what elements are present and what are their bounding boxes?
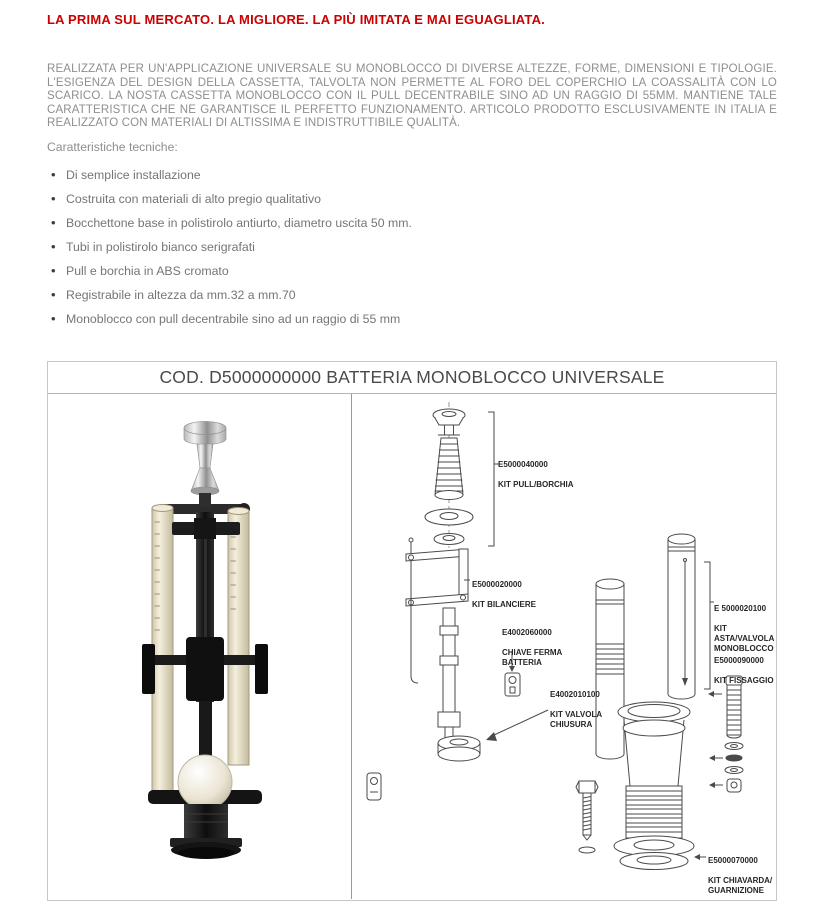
part-code: E4002060000: [502, 627, 552, 637]
bullet-icon: [51, 259, 66, 282]
features-label: Caratteristiche tecniche:: [47, 139, 178, 154]
product-description: REALIZZATA PER UN'APPLICAZIONE UNIVERSAL…: [47, 63, 777, 130]
feature-text: Bocchettone base in polistirolo antiurto…: [66, 215, 412, 230]
feature-item: Di semplice installazione: [47, 163, 777, 187]
feature-item: Monoblocco con pull decentrabile sino ad…: [47, 307, 777, 331]
diagram-gasket-arrow: [694, 853, 706, 860]
bullet-icon: [51, 283, 66, 306]
part-label-gasket: E5000070000 KIT CHIAVARDA/ GUARNIZIONE: [708, 846, 772, 899]
part-code: E5000070000: [708, 855, 758, 865]
photo-panel: [48, 393, 352, 899]
feature-text: Tubi in polistirolo bianco serigrafati: [66, 239, 255, 254]
part-name: KIT BILANCIERE: [472, 599, 536, 609]
bullet-icon: [51, 307, 66, 330]
bullet-icon: [51, 187, 66, 210]
diagram-pull-kit: [424, 401, 499, 548]
part-name: CHIAVE FERMA BATTERIA: [502, 647, 563, 667]
part-code: E5000040000: [498, 459, 548, 469]
feature-item: Costruita con materiali di alto pregio q…: [47, 187, 777, 211]
diagram-bolt: [575, 780, 599, 854]
feature-text: Registrabile in altezza da mm.32 a mm.70: [66, 287, 296, 302]
feature-item: Pull e borchia in ABS cromato: [47, 259, 777, 283]
features-list: Di semplice installazione Costruita con …: [47, 163, 777, 331]
product-box-title: COD. D5000000000 BATTERIA MONOBLOCCO UNI…: [48, 362, 776, 394]
diagram-right-tube: [667, 533, 696, 700]
diagram-left-tube: [595, 578, 625, 760]
part-label-key: E4002060000 CHIAVE FERMA BATTERIA: [502, 618, 562, 678]
part-code: E 5000020100: [714, 603, 767, 613]
part-label-fixing: E5000090000 KIT FISSAGGIO: [714, 646, 774, 696]
feature-text: Pull e borchia in ABS cromato: [66, 263, 229, 278]
part-label-rocker: E5000020000 KIT BILANCIERE: [472, 570, 536, 620]
bullet-icon: [51, 163, 66, 186]
diagram-valve-body: [613, 701, 695, 870]
part-name: KIT ASTA/VALVOLA MONOBLOCCO: [714, 623, 775, 653]
part-name: KIT PULL/BORCHIA: [498, 479, 574, 489]
part-code: E4002010100: [550, 689, 600, 699]
part-label-pull: E5000040000 KIT PULL/BORCHIA: [498, 450, 574, 500]
part-code: E5000090000: [714, 655, 764, 665]
feature-item: Bocchettone base in polistirolo antiurto…: [47, 211, 777, 235]
feature-text: Di semplice installazione: [66, 167, 201, 182]
photo-chrome-pull: [183, 421, 227, 496]
product-box: COD. D5000000000 BATTERIA MONOBLOCCO UNI…: [47, 360, 777, 901]
product-box-panels: E5000040000 KIT PULL/BORCHIA E5000020000…: [48, 393, 776, 899]
diagram-closure-valve: [437, 607, 481, 762]
diagram-panel: E5000040000 KIT PULL/BORCHIA E5000020000…: [352, 393, 776, 899]
part-code: E5000020000: [472, 579, 522, 589]
diagram-clip: [366, 772, 382, 801]
diagram-key: [504, 650, 521, 697]
part-name: KIT FISSAGGIO: [714, 675, 774, 685]
feature-item: Registrabile in altezza da mm.32 a mm.70: [47, 283, 777, 307]
diagram-valve-arrow: [486, 709, 549, 741]
part-name: KIT VALVOLA CHIUSURA: [550, 709, 603, 729]
part-label-rod-valve: E 5000020100 KIT ASTA/VALVOLA MONOBLOCCO: [714, 594, 776, 664]
photo-crossbar: [172, 517, 240, 539]
page-headline: LA PRIMA SUL MERCATO. LA MIGLIORE. LA PI…: [47, 12, 545, 27]
photo-collar: [199, 492, 211, 507]
diagram-rod: [682, 557, 688, 686]
feature-text: Costruita con materiali di alto pregio q…: [66, 191, 321, 206]
feature-text: Monoblocco con pull decentrabile sino ad…: [66, 311, 401, 326]
bullet-icon: [51, 211, 66, 234]
part-label-closure-valve: E4002010100 KIT VALVOLA CHIUSURA: [550, 680, 602, 740]
photo-right-tube: [227, 506, 250, 766]
part-name: KIT CHIAVARDA/ GUARNIZIONE: [708, 875, 773, 895]
photo-left-tube: [151, 503, 174, 801]
photo-housing: [142, 636, 268, 759]
photo-float-ball: [177, 754, 233, 810]
diagram-rocker-kit: [405, 537, 470, 684]
photo-base-body: [170, 803, 242, 859]
diagram-asta-bracket: [704, 561, 714, 690]
diagram-fixing-kit: [708, 675, 744, 793]
product-photo: [142, 421, 268, 859]
exploded-diagram: [366, 401, 744, 870]
feature-item: Tubi in polistirolo bianco serigrafati: [47, 235, 777, 259]
page-content: LA PRIMA SUL MERCATO. LA MIGLIORE. LA PI…: [0, 12, 824, 331]
bullet-icon: [51, 235, 66, 258]
